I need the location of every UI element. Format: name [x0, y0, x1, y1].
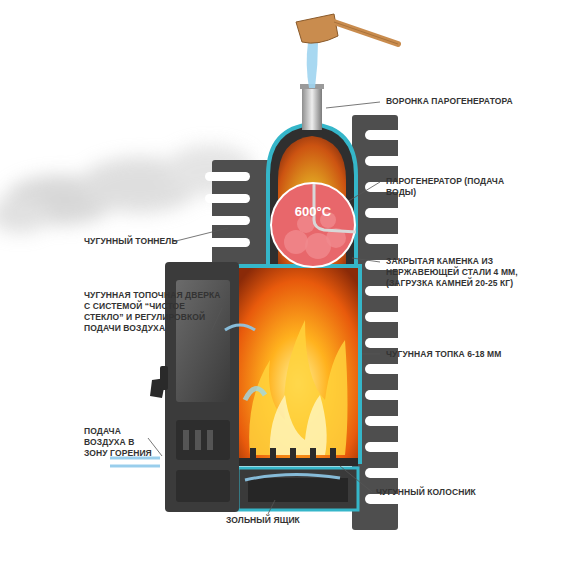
part-label: ЧУГУННЫЙ КОЛОСНИК: [376, 487, 516, 498]
ash-box: [238, 468, 358, 510]
part-label: ЗОЛЬНЫЙ ЯЩИК: [226, 515, 346, 526]
part-label: ЧУГУННЫЙ ТОННЕЛЬ: [84, 236, 184, 247]
funnel-pipe: [302, 86, 322, 130]
firebox: [236, 266, 360, 462]
part-label: ЧУГУННАЯ ТОПКА 6-18 ММ: [386, 349, 536, 360]
circle-outline: [268, 180, 358, 270]
ladle: [296, 14, 398, 44]
flames: [249, 320, 347, 455]
part-label: ЧУГУННАЯ ТОПОЧНАЯ ДВЕРКА С СИСТЕМОЙ “ЧИС…: [84, 290, 224, 334]
part-label: ЗАКРЫТАЯ КАМЕНКА ИЗ НЕРЖАВЕЮЩЕЙ СТАЛИ 4 …: [386, 256, 561, 289]
part-label: ВОРОНКА ПАРОГЕНЕРАТОРА: [386, 96, 556, 107]
part-label: ПАРОГЕНЕРАТОР (ПОДАЧА ВОДЫ): [386, 176, 506, 198]
stone-chamber: [268, 124, 356, 270]
grate: [238, 448, 358, 466]
part-label: ПОДАЧА ВОЗДУХА В ЗОНУ ГОРЕНИЯ: [84, 426, 159, 459]
temperature-label: 600°C: [268, 204, 358, 219]
water-stream: [307, 42, 318, 88]
stone-circle: 600°C: [268, 180, 358, 270]
